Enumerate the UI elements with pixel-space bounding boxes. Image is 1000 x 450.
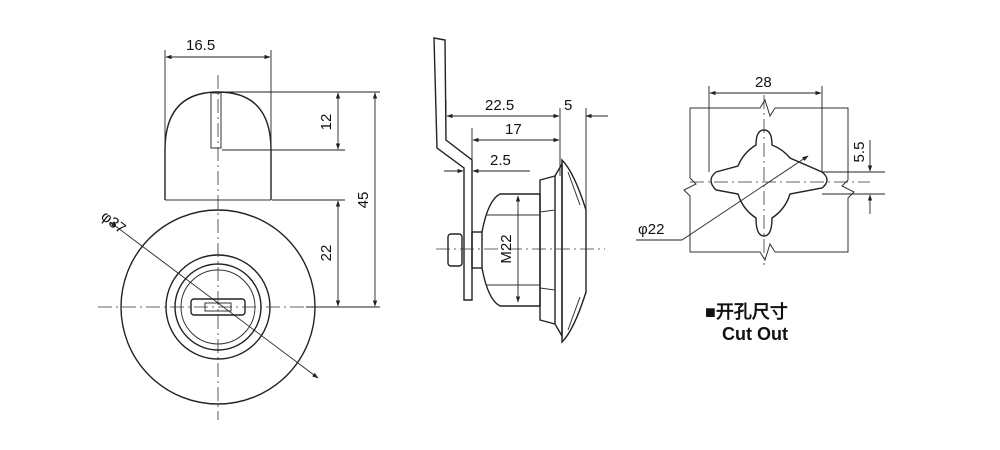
lock-body <box>554 161 563 339</box>
hex-edge <box>539 287 556 291</box>
cutout-shape <box>710 129 828 237</box>
dim-label-depth-body: 17 <box>505 121 522 138</box>
hex-edge <box>539 209 556 213</box>
cam-plate <box>433 37 473 301</box>
flange <box>561 158 587 344</box>
dim-label-total-height: 45 <box>355 192 372 209</box>
front-view: 16.5 12 22 45 φ37 <box>98 37 380 420</box>
side-view: 22.5 5 17 2.5 M22 <box>433 37 608 344</box>
screw-head <box>447 233 463 267</box>
dim-label-width: 16.5 <box>186 37 215 54</box>
flange-edge <box>567 296 581 331</box>
flange-edge <box>567 171 581 206</box>
dim-label-cap-height: 12 <box>318 114 335 131</box>
dim-label-flange: 5 <box>564 97 572 114</box>
dim-label-cutout-width: 28 <box>755 74 772 91</box>
dim-label-cutout-diameter: φ22 <box>638 221 664 238</box>
cutout-view: 28 5.5 φ22 <box>636 74 885 265</box>
dim-line-diameter <box>109 221 319 379</box>
dim-label-plate: 2.5 <box>490 152 511 169</box>
cap-slot <box>210 92 222 149</box>
dim-label-thread: M22 <box>498 234 515 263</box>
panel-outline <box>683 98 855 262</box>
dim-label-slot: 5.5 <box>851 142 868 163</box>
legend-title-en: Cut Out <box>722 324 788 344</box>
dim-label-depth-total: 22.5 <box>485 97 514 114</box>
hex-nut <box>539 175 556 325</box>
spacer <box>471 231 483 269</box>
legend-title-cn: ■开孔尺寸 <box>705 301 788 322</box>
dim-label-lower-height: 22 <box>318 245 335 262</box>
cutout-legend: ■开孔尺寸 Cut Out <box>705 301 788 344</box>
dim-line-diameter <box>681 155 809 241</box>
